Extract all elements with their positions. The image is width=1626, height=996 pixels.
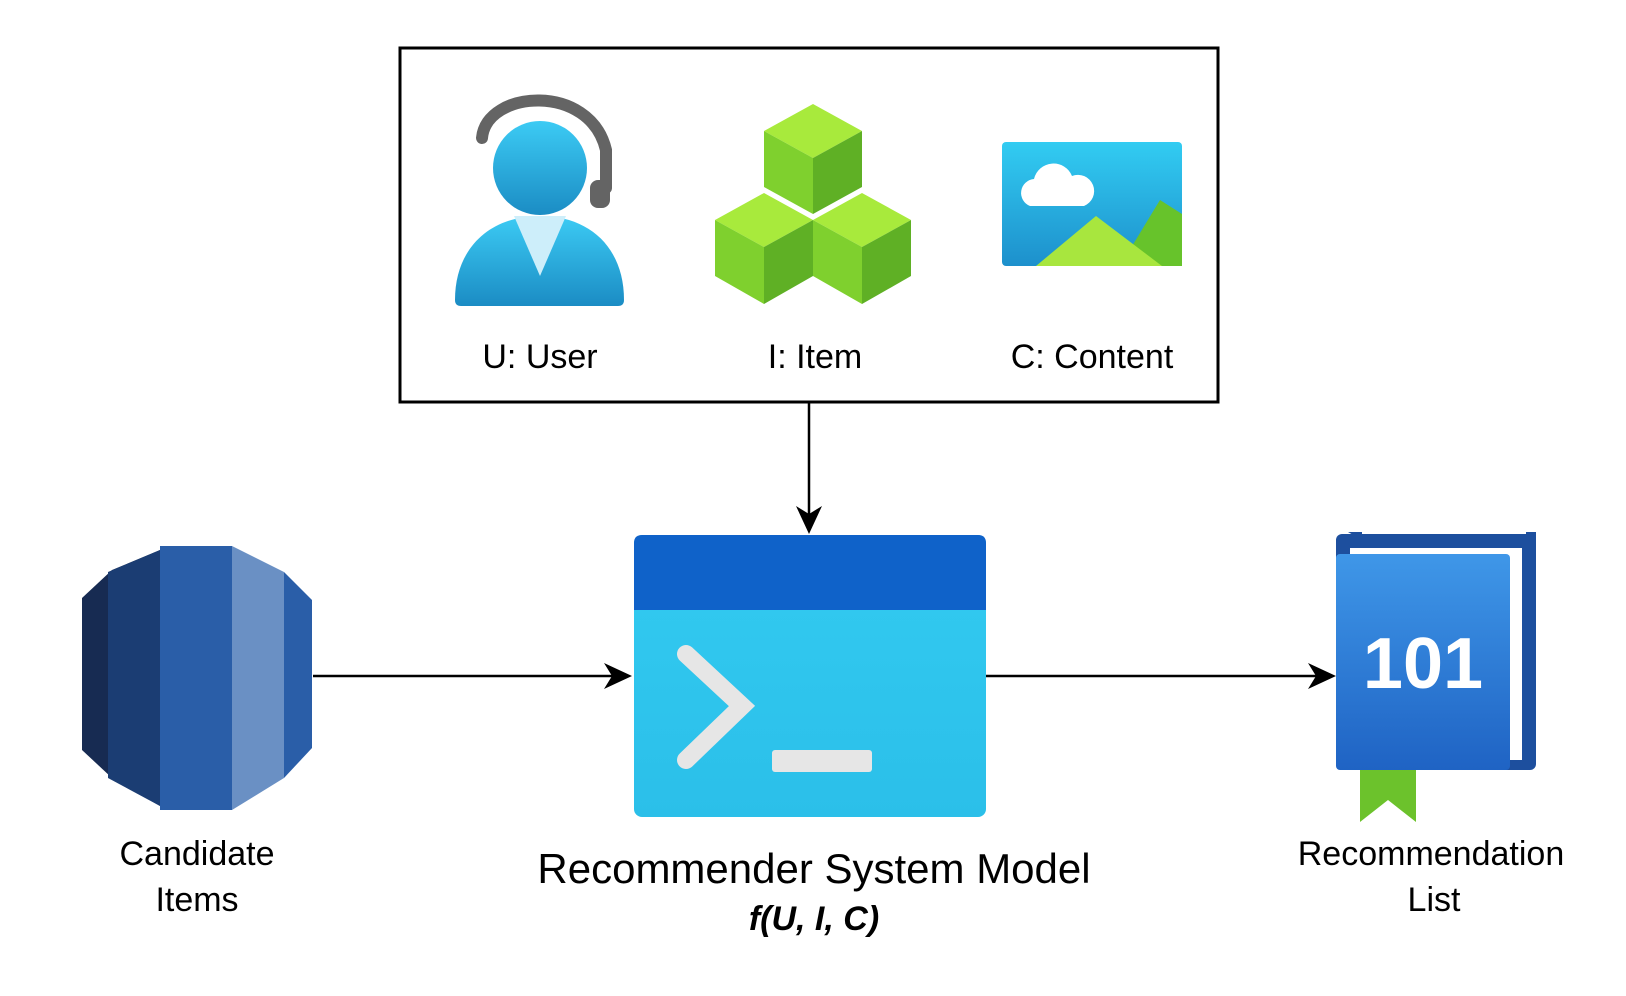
candidate-label-line1: Candidate [119,835,274,873]
output-arrowhead [1308,663,1336,689]
book-number: 101 [1363,624,1483,704]
candidate-arrowhead [604,663,632,689]
item-label: I: Item [768,338,862,376]
model-formula: f(U, I, C) [749,900,879,938]
candidate-label-line2: Items [155,881,238,919]
context-arrowhead [796,506,822,534]
cubes-icon [715,104,911,304]
content-label: C: Content [1011,338,1174,376]
output-label-line2: List [1408,881,1461,919]
model-title: Recommender System Model [537,845,1090,892]
user-label: U: User [482,338,597,376]
user-headset-icon [455,94,624,306]
output-label-line1: Recommendation [1298,835,1564,873]
image-icon [1002,142,1182,266]
terminal-icon [634,535,986,817]
database-icon [82,546,312,810]
book-101-icon: 101 [1336,532,1536,822]
